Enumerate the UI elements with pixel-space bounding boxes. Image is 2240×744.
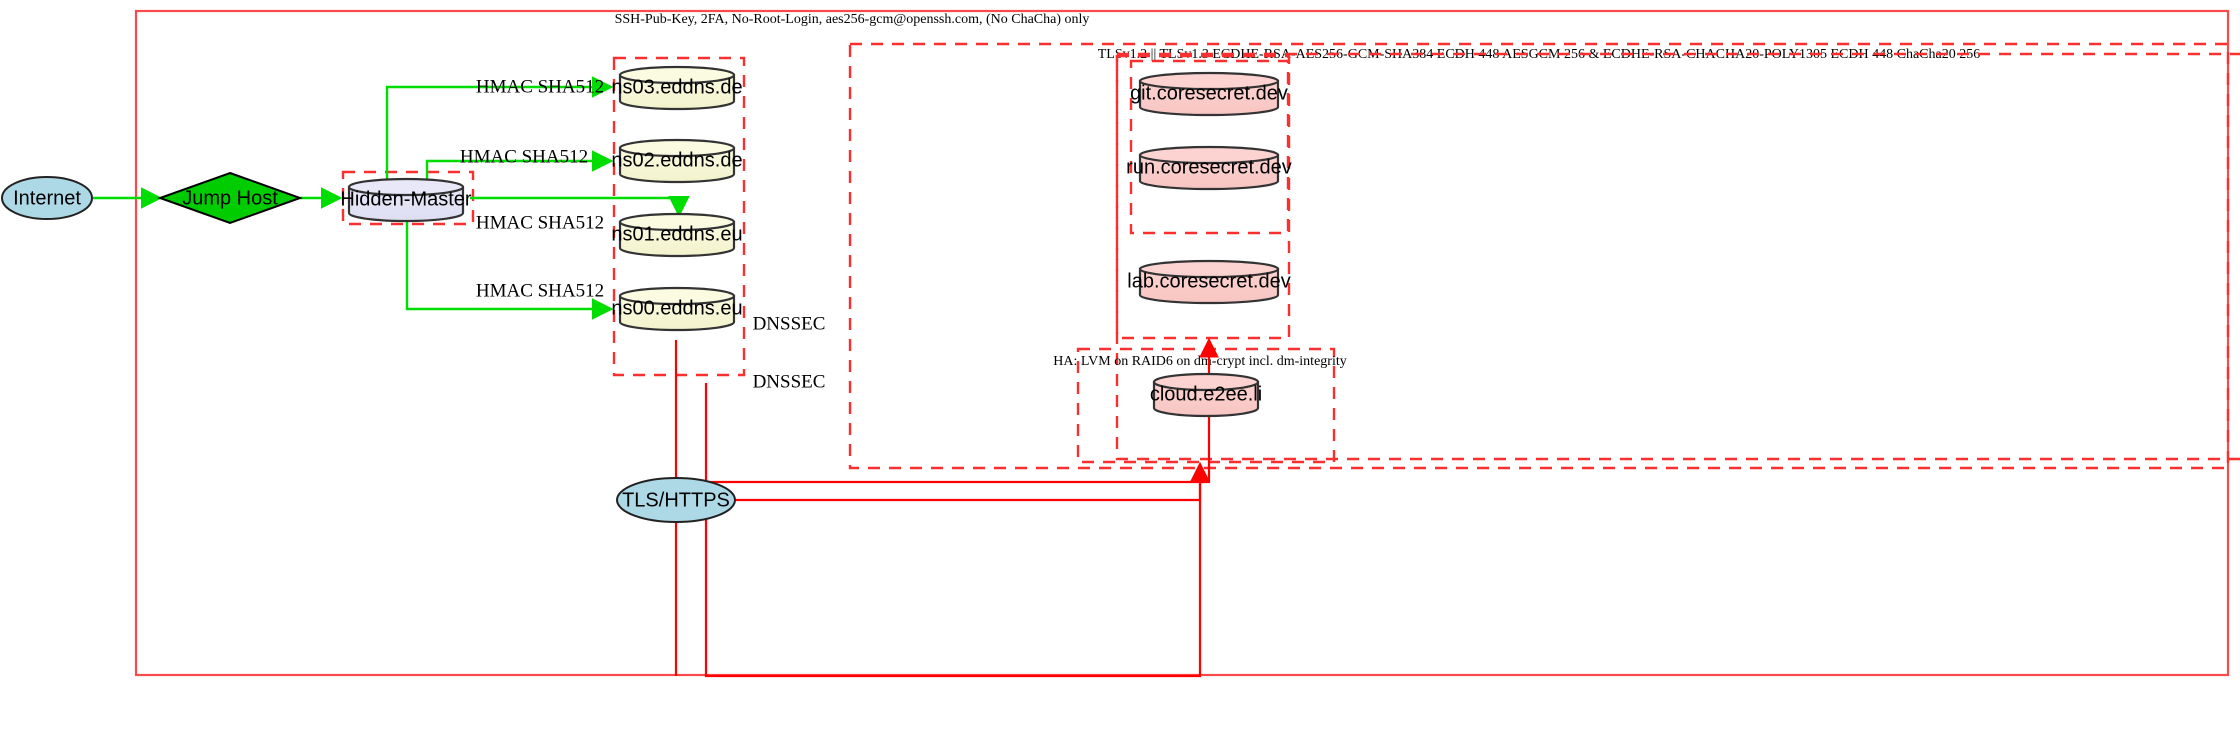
node-git-coresecret[interactable]: git.coresecret.dev [1130, 71, 1288, 117]
node-tls-https[interactable]: TLS/HTTPS [616, 477, 736, 523]
node-ns03[interactable]: ns03.eddns.de [611, 65, 743, 111]
node-ns01-label: ns01.eddns.eu [611, 223, 742, 245]
node-hidden-master-label: Hidden-Master [340, 188, 472, 210]
node-ns02[interactable]: ns02.eddns.de [611, 138, 743, 184]
edge-hiddenmaster-to-ns00 [405, 218, 614, 320]
node-ns02-label: ns02.eddns.de [611, 149, 742, 171]
node-lab-label: lab.coresecret.dev [1127, 270, 1290, 292]
node-tls-https-label: TLS/HTTPS [622, 489, 730, 511]
edge-hiddenmaster-to-ns03 [385, 76, 614, 180]
node-lab-coresecret[interactable]: lab.coresecret.dev [1127, 259, 1291, 305]
edge-label-dnssec-upper: DNSSEC [753, 313, 826, 334]
node-jump-host[interactable]: Jump Host [157, 171, 303, 225]
edge-label-dnssec-lower: DNSSEC [753, 371, 826, 392]
node-cloud-e2ee[interactable]: cloud.e2ee.li [1150, 372, 1262, 418]
node-internet-label: Internet [13, 187, 81, 209]
node-jump-host-label: Jump Host [182, 187, 278, 209]
ha-storage-label: HA: LVM on RAID6 on dm-crypt incl. dm-in… [1053, 354, 1346, 369]
edge-hiddenmaster-to-ns02 [425, 150, 614, 180]
node-internet[interactable]: Internet [1, 176, 93, 220]
nameserver-zone-boundary [612, 56, 746, 377]
coresecret-outer-boundary [1115, 52, 2240, 461]
ssh-policy-label: SSH-Pub-Key, 2FA, No-Root-Login, aes256-… [615, 12, 1090, 27]
node-ns00-label: ns00.eddns.eu [611, 297, 742, 319]
edge-label-hmac-ns00: HMAC SHA512 [476, 280, 604, 301]
lab-service-boundary [1115, 54, 1291, 340]
tls-policy-boundary [848, 42, 2230, 470]
node-cloud-label: cloud.e2ee.li [1150, 383, 1262, 405]
edge-label-hmac-ns03: HMAC SHA512 [476, 76, 604, 97]
node-run-label: run.coresecret.dev [1126, 156, 1292, 178]
node-run-coresecret[interactable]: run.coresecret.dev [1126, 145, 1292, 191]
edge-tlshttps-to-ha [735, 464, 1202, 502]
node-ns01[interactable]: ns01.eddns.eu [611, 212, 743, 258]
node-ns00[interactable]: ns00.eddns.eu [611, 286, 743, 332]
node-ns03-label: ns03.eddns.de [611, 76, 742, 98]
edge-label-hmac-ns02: HMAC SHA512 [460, 146, 588, 167]
edge-dnssec-lower [704, 383, 1210, 678]
edge-label-hmac-ns01: HMAC SHA512 [476, 212, 604, 233]
node-hidden-master[interactable]: Hidden-Master [340, 177, 472, 223]
node-git-label: git.coresecret.dev [1130, 82, 1288, 104]
edge-hiddenmaster-to-ns01 [470, 195, 690, 218]
